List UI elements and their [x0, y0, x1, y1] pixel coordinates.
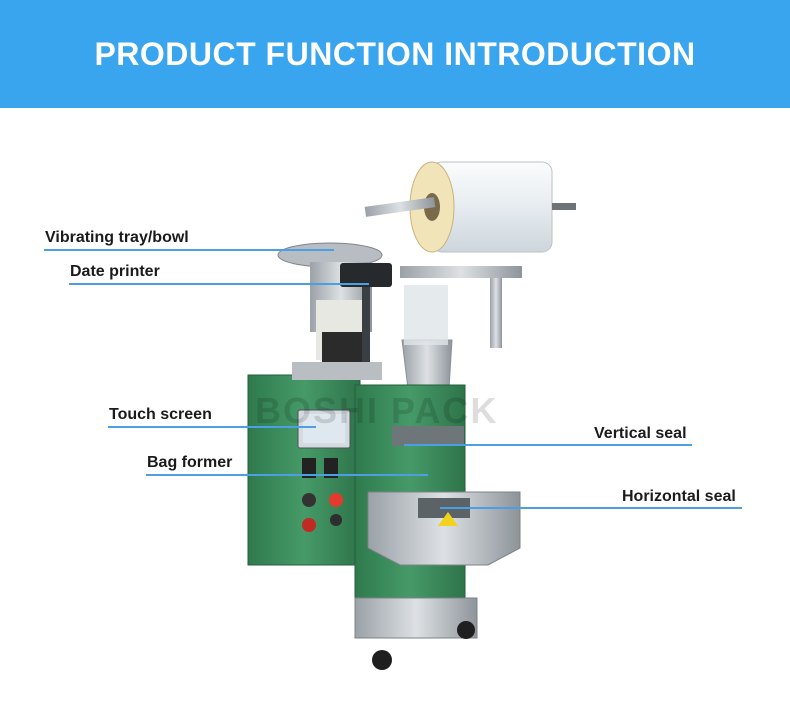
callout-date-printer: Date printer [70, 263, 160, 280]
callout-line [69, 283, 369, 285]
header-banner: PRODUCT FUNCTION INTRODUCTION [0, 0, 790, 108]
callout-line [440, 507, 742, 509]
horizontal-seal [367, 491, 521, 566]
film-arm [364, 197, 436, 217]
callout-horizontal-seal: Horizontal seal [622, 488, 736, 505]
callout-vibrating-tray: Vibrating tray/bowl [45, 229, 189, 246]
callout-line [146, 474, 428, 476]
callout-line [404, 444, 692, 446]
control-panel [302, 458, 343, 532]
vertical-seal [392, 426, 464, 446]
callout-line [44, 249, 334, 251]
callout-bag-former: Bag former [147, 454, 233, 471]
watermark: BOSHI PACK [255, 390, 499, 431]
film-frame [400, 266, 522, 278]
page-title: PRODUCT FUNCTION INTRODUCTION [94, 36, 696, 72]
caster-wheel [372, 650, 392, 670]
callout-line [108, 426, 316, 428]
callout-vertical-seal: Vertical seal [594, 425, 687, 442]
caster-wheel [457, 621, 475, 639]
packing-machine-illustration [247, 161, 576, 670]
base-panel [354, 597, 478, 639]
callout-touch-screen: Touch screen [109, 406, 212, 423]
date-printer [340, 263, 392, 287]
